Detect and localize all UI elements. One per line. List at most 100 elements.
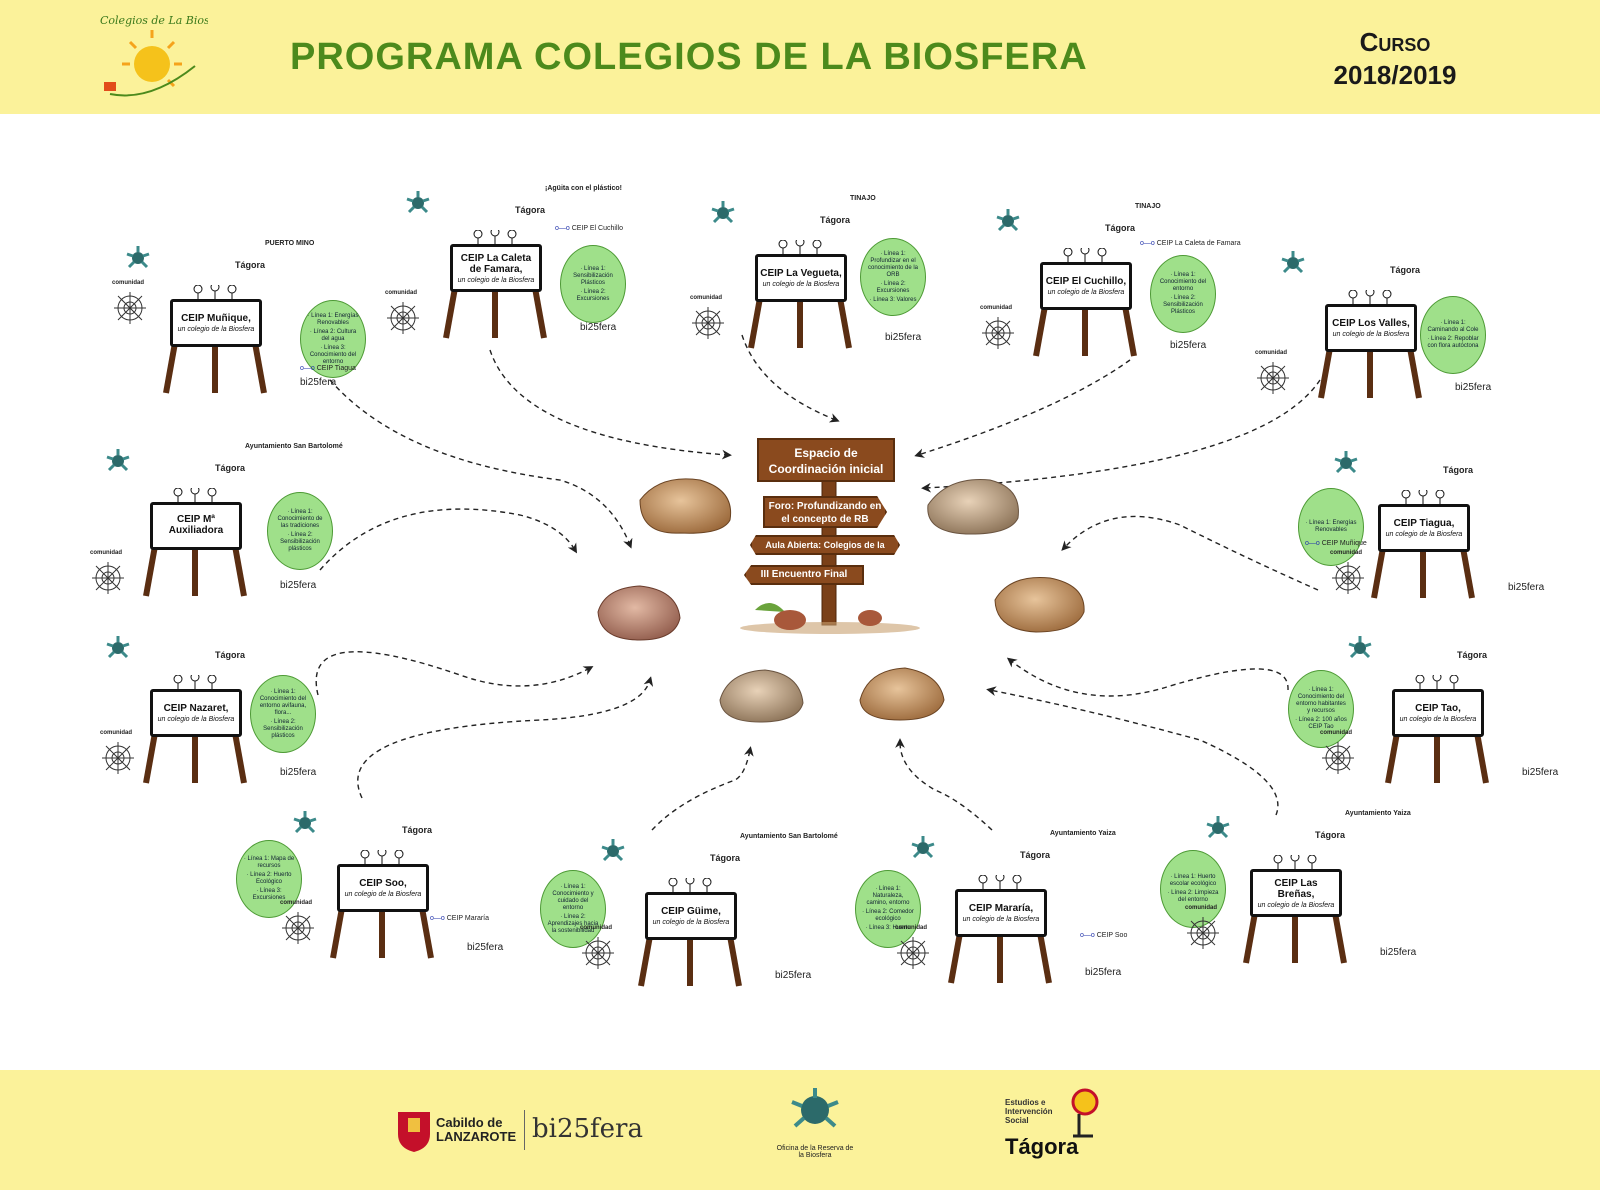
- school-board-valles: CEIP Los Valles,un colegio de la Biosfer…: [1325, 304, 1417, 352]
- school-extra-label: PUERTO MINO: [265, 240, 315, 247]
- logo-text: Colegios de La Biosfera: [100, 14, 208, 27]
- comunidad-label: comunidad: [580, 925, 613, 931]
- line-item: · Línea 1: Conocimiento de las tradicion…: [277, 509, 323, 529]
- sign-aula: Aula Abierta: Colegios de la Biosfera: [750, 535, 900, 555]
- biosfera-mini-label: bi25fera: [1085, 967, 1122, 978]
- line-item: · Línea 2: Cultura del agua: [309, 328, 357, 342]
- link-icon: o—o: [1305, 540, 1322, 547]
- spider-web-icon: [897, 937, 929, 969]
- arrow-nazaret: [315, 651, 594, 696]
- school-subtitle: un colegio de la Biosfera: [652, 919, 730, 926]
- page-title: PROGRAMA COLEGIOS DE LA BIOSFERA: [290, 36, 1088, 78]
- oficina-plant-icon: [711, 201, 735, 224]
- school-lines-bubble: · Línea 1: Huerto escolar ecológico · Lín…: [1160, 850, 1226, 928]
- tagora-label: Tágora: [1443, 465, 1474, 475]
- link-text: CEIP Mararía: [446, 915, 490, 922]
- oficina-plant-icon: [1334, 451, 1358, 474]
- spider-web-icon: [1187, 917, 1219, 949]
- rock-left-mid: [597, 585, 681, 641]
- rock-right-top: [927, 479, 1019, 535]
- school-link-label: o—o CEIP Soo: [1080, 932, 1127, 939]
- school-lines-bubble: · Línea 1: Conocimiento del entorno· Lín…: [1150, 255, 1216, 333]
- sign-encuentro: III Encuentro Final: [744, 565, 864, 585]
- rock-left-top: [639, 478, 732, 534]
- school-subtitle: un colegio de la Biosfera: [1385, 531, 1463, 538]
- oficina-plant-icon: [106, 449, 130, 472]
- school-board-nazaret: CEIP Nazaret,un colegio de la Biosfera: [150, 689, 242, 737]
- comunidad-label: comunidad: [1185, 905, 1218, 911]
- school-extra-label: TINAJO: [1135, 203, 1161, 210]
- arrow-caleta: [489, 349, 732, 460]
- cabildo-text: Cabildo de LANZAROTE: [436, 1115, 517, 1144]
- school-subtitle: un colegio de la Biosfera: [1332, 331, 1410, 338]
- line-item: · Línea 2: Sensibilización plásticos: [263, 718, 303, 739]
- line-item: · Línea 1: Conocimiento y cuidado del en…: [552, 883, 594, 911]
- line-item: · Línea 2: Limpieza del entorno: [1167, 890, 1219, 903]
- link-icon: o—o: [1080, 932, 1097, 939]
- link-icon: o—o: [430, 915, 447, 922]
- comunidad-label: comunidad: [112, 280, 145, 286]
- comunidad-label: comunidad: [100, 730, 133, 736]
- oficina-plant-icon: [1348, 636, 1372, 659]
- comunidad-label: comunidad: [895, 925, 928, 931]
- school-board-soo: CEIP Soo, un colegio de la Biosfera: [337, 864, 429, 912]
- tagora-logo: Estudios e Intervención Social Tágora: [1005, 1084, 1125, 1179]
- school-subtitle: un colegio de la Biosfera: [344, 891, 422, 898]
- tagora-small-text: Estudios e Intervención Social: [1005, 1098, 1053, 1125]
- school-lines-bubble: · Línea 1: Conocimiento del entorno avif…: [250, 675, 316, 753]
- biosfera-mini-label: bi25fera: [775, 970, 812, 981]
- line-item: · Línea 1: Naturaleza, camino, entorno: [866, 886, 910, 906]
- tagora-label: Tágora: [710, 853, 741, 863]
- oficina-logo: Oficina de la Reserva de la Biosfera: [760, 1084, 870, 1179]
- spider-web-icon: [982, 317, 1014, 349]
- line-item: · Línea 2: Excursiones: [576, 288, 610, 302]
- line-item: · Línea 1: Huerto escolar ecológico: [1169, 874, 1217, 887]
- school-board-tao: CEIP Tao,un colegio de la Biosfera: [1392, 689, 1484, 737]
- line-item: · Línea 1: Energías Renovables: [307, 312, 359, 326]
- oficina-plant-icon: [126, 246, 150, 269]
- spider-web-icon: [582, 937, 614, 969]
- biosfera-mini-label: bi25fera: [1170, 340, 1207, 351]
- oficina-plant-icon: [293, 811, 317, 834]
- tagora-label: Tágora: [1390, 265, 1421, 275]
- line-item: · Línea 3: Huerto: [865, 925, 911, 931]
- oficina-plant-icon: [911, 836, 935, 859]
- line-item: · Línea 2: Excursiones: [876, 280, 910, 294]
- biosfera-logo-text: bi25fera: [532, 1114, 643, 1144]
- cabildo-logo: Cabildo de LANZAROTE bi25fera: [396, 1108, 643, 1158]
- school-subtitle: un colegio de la Biosfera: [762, 281, 840, 288]
- biosfera-mini-label: bi25fera: [280, 580, 317, 591]
- school-name: CEIP Muñique,: [181, 313, 251, 324]
- line-item: · Línea 1: Conocimiento del entorno avif…: [259, 688, 307, 716]
- lanzarote-biosfera-icon: [791, 1088, 839, 1128]
- line-item: · Línea 1: Profundizar en el conocimient…: [867, 250, 919, 278]
- sign-foro: Foro: Profundizando en el concepto de RB: [763, 496, 887, 528]
- school-name: CEIP El Cuchillo,: [1045, 276, 1127, 287]
- school-subtitle: un colegio de la Biosfera: [962, 916, 1040, 923]
- arrow-valles: [921, 379, 1321, 493]
- school-subtitle: un colegio de la Biosfera: [1399, 716, 1477, 723]
- school-board-guime: CEIP Güime, un colegio de la Biosfera: [645, 892, 737, 940]
- school-extra-label: Ayuntamiento Yaiza: [1050, 830, 1116, 837]
- arrow-auxiliadora: [319, 508, 578, 571]
- biosfera-mini-label: bi25fera: [885, 332, 922, 343]
- rock-right-mid: [994, 576, 1085, 633]
- school-subtitle: un colegio de la Biosfera: [1257, 901, 1335, 909]
- school-board-mararia: CEIP Mararía,un colegio de la Biosfera: [955, 889, 1047, 937]
- link-text: CEIP Soo: [1096, 932, 1128, 939]
- oficina-plant-icon: [1281, 251, 1305, 274]
- link-icon: o—o: [1140, 240, 1157, 247]
- school-link-label: o—o CEIP El Cuchillo: [555, 225, 623, 232]
- school-board-caleta: CEIP La Caleta de Famara,un colegio de l…: [450, 244, 542, 292]
- line-item: · Línea 1: Energías Renovables: [1305, 520, 1357, 533]
- school-name: CEIP Soo,: [359, 878, 407, 889]
- school-name: CEIP Güime,: [661, 906, 721, 917]
- school-link-label: o—o CEIP La Caleta de Famara: [1140, 240, 1241, 247]
- comunidad-label: comunidad: [1330, 550, 1363, 556]
- link-text: CEIP La Caleta de Famara: [1156, 240, 1241, 247]
- biosfera-mini-label: bi25fera: [280, 767, 317, 778]
- biosfera-mini-label: bi25fera: [1508, 582, 1545, 593]
- footer-band: Cabildo de LANZAROTE bi25fera Oficina de…: [0, 1070, 1600, 1190]
- spider-web-icon: [102, 742, 134, 774]
